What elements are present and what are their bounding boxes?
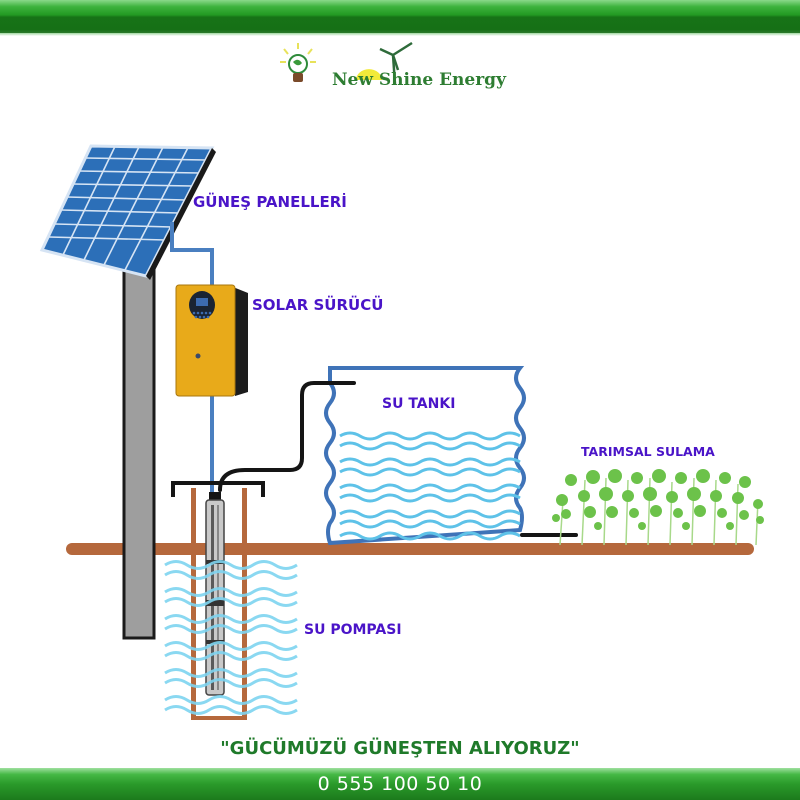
top-banner — [0, 0, 800, 33]
plants-icon — [552, 469, 764, 546]
label-solar-panels: GÜNEŞ PANELLERİ — [193, 193, 347, 211]
water-tank-icon — [324, 366, 526, 546]
tank-water — [339, 431, 521, 541]
logo-graphics — [280, 41, 413, 85]
brand-name: New Shine Energy — [332, 70, 506, 90]
water-pipe — [218, 381, 578, 537]
panel-pole — [122, 268, 156, 640]
label-water-pump: SU POMPASI — [304, 622, 402, 638]
top-banner-edge — [0, 33, 800, 36]
ground-water — [164, 560, 298, 715]
label-solar-driver: SOLAR SÜRÜCÜ — [252, 296, 384, 314]
label-water-tank: SU TANKI — [382, 396, 456, 412]
wind-turbine-icon — [379, 41, 413, 85]
bottom-banner: 0 555 100 50 10 — [0, 768, 800, 800]
sun-icon — [356, 69, 382, 80]
phone-number: 0 555 100 50 10 — [317, 773, 483, 795]
brand-logo: New Shine Energy — [276, 40, 526, 100]
solar-inverter-icon — [175, 284, 248, 397]
light-bulb-icon — [280, 43, 316, 82]
ground-line — [66, 543, 754, 555]
solar-panel-icon — [39, 144, 216, 280]
slogan: "GÜCÜMÜZÜ GÜNEŞTEN ALIYORUZ" — [220, 738, 580, 759]
label-agricultural-irrigation: TARIMSAL SULAMA — [581, 444, 715, 459]
